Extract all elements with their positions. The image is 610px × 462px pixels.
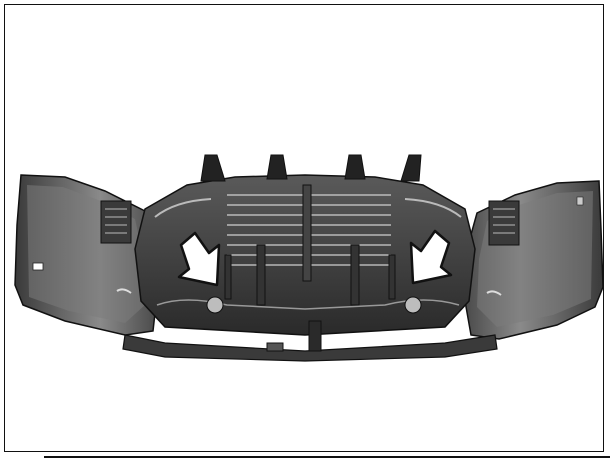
- arrow-down-right-icon: [177, 231, 221, 287]
- left-grille-vents: [100, 200, 132, 244]
- lower-valance: [122, 320, 498, 362]
- right-sensor: [404, 296, 422, 314]
- bottom-rule: [44, 456, 610, 458]
- right-bumper-wing: [464, 180, 603, 340]
- arrow-down-left-icon: [409, 229, 453, 285]
- figure-frame: [4, 4, 604, 452]
- right-grille-vents: [488, 200, 520, 246]
- left-bumper-wing: [14, 174, 158, 336]
- center-carrier: [134, 154, 476, 336]
- mounting-tabs: [200, 154, 422, 182]
- left-sensor: [206, 296, 224, 314]
- bumper-illustration: [14, 154, 603, 362]
